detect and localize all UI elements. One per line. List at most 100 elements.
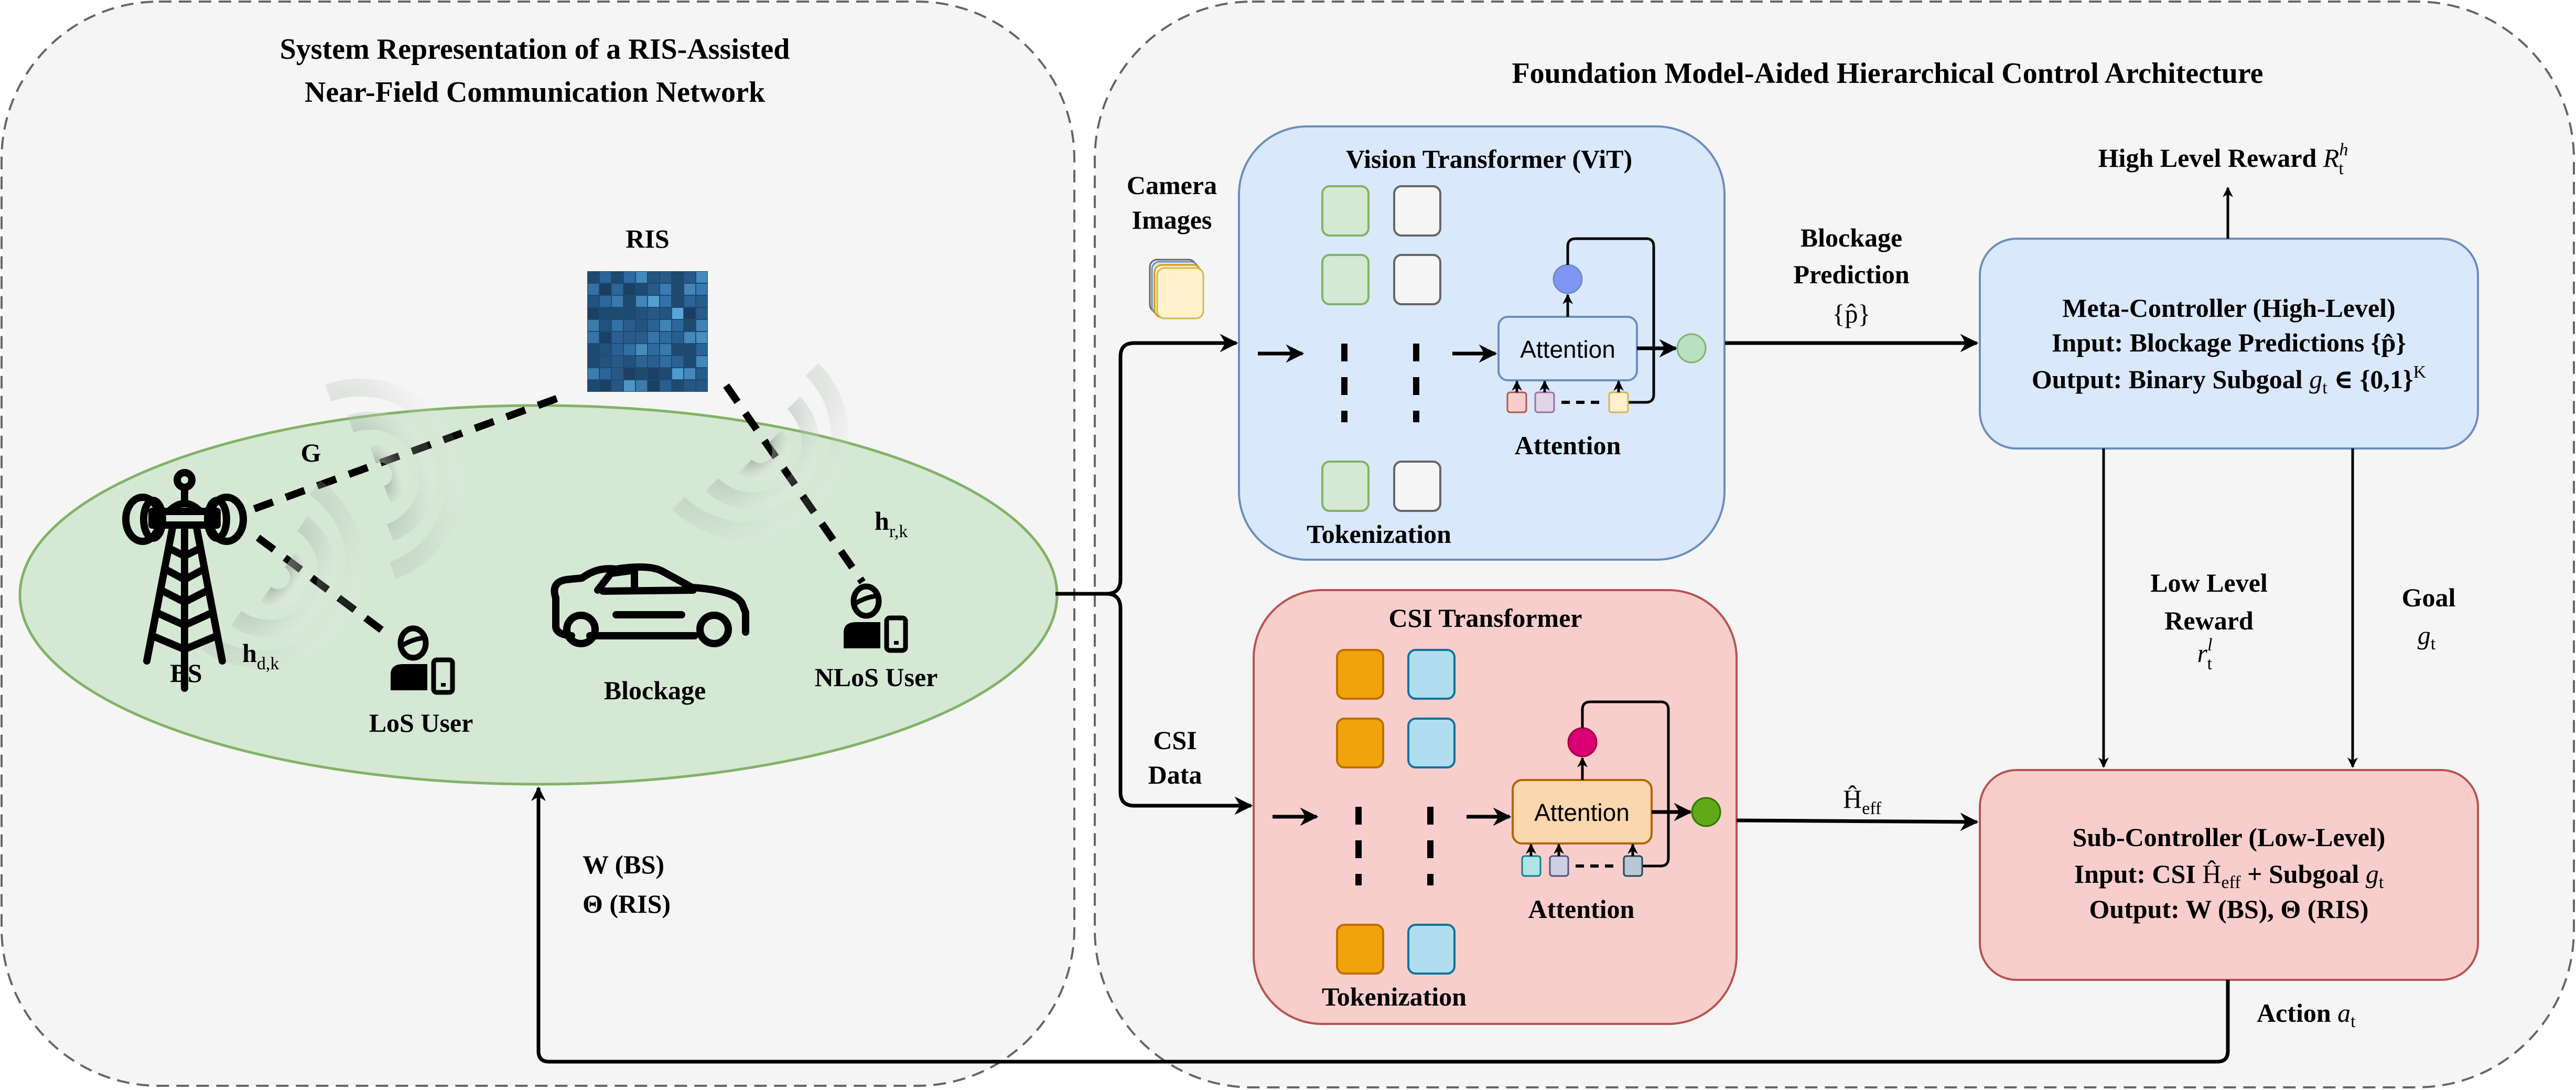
ris-element bbox=[612, 308, 623, 319]
ris-element bbox=[660, 368, 671, 379]
ris-element bbox=[600, 296, 611, 307]
ris-label: RIS bbox=[626, 224, 669, 253]
ris-element bbox=[600, 356, 611, 367]
ris-element bbox=[684, 296, 695, 307]
h-eff-label: Ĥeff bbox=[1843, 784, 1882, 818]
ris-element bbox=[588, 356, 599, 367]
ris-element bbox=[648, 320, 659, 331]
h-eff-sub: eff bbox=[1862, 799, 1882, 818]
ris-element bbox=[696, 320, 707, 331]
ris-element bbox=[696, 308, 707, 319]
ris-element bbox=[588, 344, 599, 355]
csi-residual-loop bbox=[1581, 700, 1670, 868]
blockage-label: Blockage bbox=[604, 676, 706, 705]
csi-attention-label: Attention bbox=[1528, 894, 1635, 924]
ris-element bbox=[648, 332, 659, 343]
ris-element bbox=[672, 332, 683, 343]
csi-token bbox=[1407, 649, 1456, 700]
ris-element bbox=[696, 284, 707, 295]
ris-element bbox=[588, 320, 599, 331]
csi-transformer-title: CSI Transformer bbox=[1389, 603, 1582, 633]
csi-tokens bbox=[1336, 649, 1456, 975]
left-panel-title-line1: System Representation of a RIS-Assisted bbox=[280, 33, 790, 66]
ris-element bbox=[660, 308, 671, 319]
vit-output-node bbox=[1676, 333, 1707, 364]
ris-element bbox=[588, 296, 599, 307]
nlos-user-label: NLoS User bbox=[815, 662, 938, 692]
h-eff-base: Ĥ bbox=[1843, 784, 1862, 814]
csi-data-label-line2: Data bbox=[1148, 760, 1202, 789]
camera-images-label-line2: Images bbox=[1132, 205, 1212, 234]
ris-element bbox=[612, 272, 623, 283]
ris-element bbox=[648, 380, 659, 391]
goal-sub: t bbox=[2431, 634, 2436, 654]
ris-element bbox=[636, 272, 647, 283]
action-text: Action bbox=[2257, 998, 2337, 1028]
meta-output-suffix: ∈ {0,1} bbox=[2327, 365, 2413, 394]
ris-element bbox=[696, 344, 707, 355]
ris-element bbox=[612, 320, 623, 331]
vit-token bbox=[1321, 254, 1370, 305]
ris-panel-icon bbox=[587, 271, 708, 392]
ris-element bbox=[684, 332, 695, 343]
csi-token bbox=[1407, 718, 1456, 768]
sub-input-prefix: Input: CSI bbox=[2074, 859, 2203, 889]
csi-attention-head-node bbox=[1567, 727, 1598, 757]
blockage-prediction-label-line1: Blockage bbox=[1801, 223, 1902, 252]
sub-input-mid: + Subgoal bbox=[2241, 859, 2366, 889]
ris-element bbox=[612, 284, 623, 295]
los-user-label: LoS User bbox=[369, 708, 473, 738]
los-user-phone-icon bbox=[391, 625, 455, 695]
csi-attn-input-tokens bbox=[1521, 843, 1643, 877]
nlos-user-phone-icon bbox=[844, 583, 908, 653]
ris-element bbox=[588, 368, 599, 379]
ris-element bbox=[696, 296, 707, 307]
ris-element bbox=[648, 368, 659, 379]
ris-element bbox=[636, 344, 647, 355]
ris-element bbox=[636, 332, 647, 343]
sub-controller-output: Output: W (BS), Θ (RIS) bbox=[2089, 894, 2369, 924]
ris-element bbox=[624, 368, 635, 379]
meta-output-sub: t bbox=[2322, 378, 2327, 398]
car-blockage-icon bbox=[551, 563, 749, 647]
ris-element bbox=[612, 344, 623, 355]
ris-element bbox=[684, 344, 695, 355]
ris-element bbox=[684, 380, 695, 391]
right-panel: Foundation Model-Aided Hierarchical Cont… bbox=[531, 1, 2575, 1088]
ris-element bbox=[672, 308, 683, 319]
ris-element bbox=[696, 272, 707, 283]
signal-wave-icon bbox=[201, 480, 364, 669]
ris-element bbox=[600, 344, 611, 355]
csi-output-node bbox=[1691, 797, 1721, 827]
ris-element bbox=[684, 368, 695, 379]
meta-controller-input: Input: Blockage Predictions {p̂} bbox=[2052, 328, 2406, 357]
ris-element bbox=[636, 296, 647, 307]
low-level-reward-label-line1: Low Level bbox=[2150, 568, 2268, 597]
signal-wave-icon bbox=[325, 378, 464, 579]
ris-element bbox=[636, 320, 647, 331]
left-panel-title-line2: Near-Field Communication Network bbox=[305, 76, 766, 109]
ris-element bbox=[660, 356, 671, 367]
ris-element bbox=[588, 272, 599, 283]
vit-residual-loop bbox=[1566, 237, 1655, 404]
ris-element bbox=[672, 320, 683, 331]
feedback-w-label: W (BS) bbox=[583, 850, 664, 879]
vit-attention-head-node bbox=[1553, 264, 1583, 294]
vit-attn-token bbox=[1506, 391, 1527, 413]
ris-element bbox=[636, 368, 647, 379]
ris-element bbox=[624, 344, 635, 355]
ris-element bbox=[600, 332, 611, 343]
meta-output-prefix: Output: Binary Subgoal bbox=[2032, 365, 2309, 394]
ris-element bbox=[612, 380, 623, 391]
ris-element bbox=[624, 296, 635, 307]
vit-title: Vision Transformer (ViT) bbox=[1346, 144, 1632, 174]
csi-token bbox=[1336, 924, 1384, 975]
ris-element bbox=[672, 356, 683, 367]
ris-element bbox=[600, 320, 611, 331]
vit-tokens bbox=[1321, 185, 1441, 512]
ris-element bbox=[624, 320, 635, 331]
h-eff-arrow bbox=[1736, 813, 1979, 831]
ris-element bbox=[612, 368, 623, 379]
